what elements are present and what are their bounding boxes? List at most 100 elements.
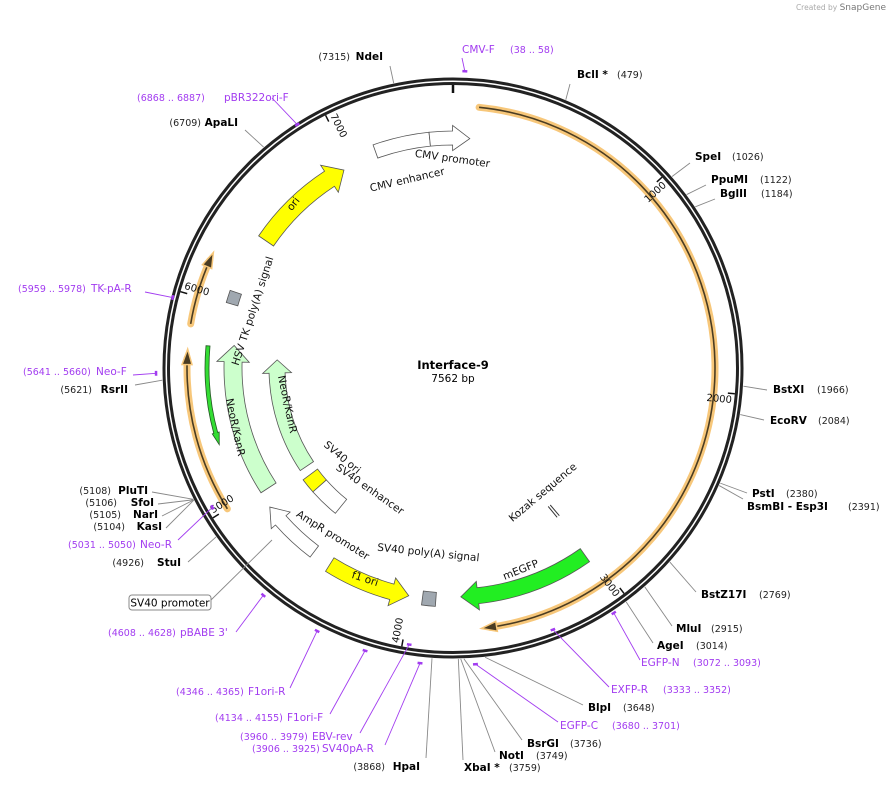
enzyme-site-position: (1966) xyxy=(817,385,849,396)
enzyme-site-name[interactable]: BlpI xyxy=(588,702,611,714)
primer-name[interactable]: EGFP-C xyxy=(560,720,598,732)
primer-name[interactable]: pBABE 3' xyxy=(180,627,228,639)
primer-range: (3680 .. 3701) xyxy=(612,721,680,732)
enzyme-site-name[interactable]: BclI * xyxy=(577,69,608,81)
feature-hsv-tk-poly-a-signal[interactable] xyxy=(225,289,242,307)
enzyme-site-name[interactable]: ApaLI xyxy=(205,117,238,129)
feature-neor-kanr[interactable] xyxy=(215,344,277,494)
primer-name[interactable]: pBR322ori-F xyxy=(224,92,289,104)
enzyme-site-position: (5104) xyxy=(93,522,125,533)
enzyme-site-position: (3736) xyxy=(570,739,602,750)
primer-binding-mark[interactable] xyxy=(406,642,412,647)
primer-name[interactable]: SV40pA-R xyxy=(322,743,374,755)
enzyme-site-name[interactable]: RsrII xyxy=(101,384,128,396)
enzyme-site-name[interactable]: AgeI xyxy=(657,640,684,652)
feature-kozak-sequence[interactable] xyxy=(547,504,560,518)
enzyme-site-position: (2769) xyxy=(759,590,791,601)
enzyme-site-name[interactable]: PluTI xyxy=(118,485,148,497)
primer-name[interactable]: CMV-F xyxy=(462,44,495,56)
enzyme-site-position: (7315) xyxy=(318,52,350,63)
enzyme-site-name[interactable]: MluI xyxy=(676,623,701,635)
plasmid-length: 7562 bp xyxy=(431,373,475,385)
enzyme-site-position: (3868) xyxy=(353,762,385,773)
primer-binding-mark[interactable] xyxy=(170,294,175,301)
enzyme-leader-line xyxy=(671,162,691,177)
enzyme-site-position: (3759) xyxy=(509,763,541,774)
enzyme-site-name[interactable]: KasI xyxy=(137,521,162,533)
enzyme-site-position: (5108) xyxy=(79,486,111,497)
feature-megfp[interactable] xyxy=(460,548,591,611)
feature-sv40-ori[interactable] xyxy=(302,468,327,493)
feature-f1-ori[interactable] xyxy=(324,557,410,607)
enzyme-leader-line xyxy=(161,499,194,517)
primer-name[interactable]: F1ori-F xyxy=(287,712,323,724)
primer-leader-line xyxy=(384,662,421,746)
enzyme-leader-line xyxy=(644,586,673,627)
tick-mark xyxy=(727,392,735,395)
enzyme-site-name[interactable]: NotI xyxy=(499,750,524,762)
tick-label: 4000 xyxy=(391,617,406,644)
enzyme-site-position: (2380) xyxy=(786,489,818,500)
feature-label: CMV enhancer xyxy=(369,165,447,194)
enzyme-leader-line xyxy=(740,414,765,421)
primer-range: (38 .. 58) xyxy=(510,45,554,56)
primer-binding-mark[interactable] xyxy=(550,627,556,632)
orange-feature-arrowhead xyxy=(180,346,194,366)
enzyme-leader-line xyxy=(463,658,523,741)
primer-range: (4346 .. 4365) xyxy=(176,687,244,698)
feature-ampr-promoter[interactable] xyxy=(269,506,320,558)
feature-ori[interactable] xyxy=(258,164,345,247)
primer-range: (5959 .. 5978) xyxy=(18,284,86,295)
enzyme-site-name[interactable]: BstZ17I xyxy=(701,589,746,601)
enzyme-leader-line xyxy=(157,499,194,505)
primer-leader-line xyxy=(144,291,173,298)
enzyme-site-name[interactable]: BstXI xyxy=(773,384,804,396)
snapgene-logo-text: SnapGene xyxy=(839,3,886,13)
enzyme-site-position: (5621) xyxy=(60,385,92,396)
feature-sv40-poly-a-signal[interactable] xyxy=(421,590,437,607)
primer-leader-line xyxy=(289,630,318,689)
features-layer xyxy=(180,103,719,633)
enzyme-site-name[interactable]: EcoRV xyxy=(770,415,808,427)
enzyme-site-name[interactable]: XbaI * xyxy=(464,762,500,774)
primer-name[interactable]: Neo-R xyxy=(140,539,172,551)
enzyme-site-position: (479) xyxy=(617,70,643,81)
primer-name[interactable]: EGFP-N xyxy=(641,657,680,669)
enzyme-site-name[interactable]: NdeI xyxy=(356,51,383,63)
primer-range: (4608 .. 4628) xyxy=(108,628,176,639)
enzyme-site-name[interactable]: PstI xyxy=(752,488,775,500)
primer-leader-line xyxy=(329,650,366,715)
enzyme-site-position: (5105) xyxy=(89,510,121,521)
enzyme-site-name[interactable]: StuI xyxy=(157,557,181,569)
enzyme-leader-line xyxy=(625,601,654,644)
primer-leader-line xyxy=(271,97,298,125)
enzyme-site-name[interactable]: BsmBI - Esp3I xyxy=(747,501,828,513)
primer-leader-line xyxy=(235,594,264,633)
tick-mark xyxy=(401,639,404,647)
enzyme-site-name[interactable]: BsrGI xyxy=(527,738,559,750)
primer-name[interactable]: EBV-rev xyxy=(312,731,353,743)
enzyme-site-name[interactable]: BglII xyxy=(720,188,747,200)
primer-leader-line xyxy=(461,57,466,72)
enzyme-site-name[interactable]: PpuMI xyxy=(711,174,748,186)
primer-range: (5641 .. 5660) xyxy=(23,367,91,378)
enzyme-site-name[interactable]: NarI xyxy=(133,509,158,521)
feature-label: SV40 enhancer xyxy=(334,462,407,518)
primer-leader-line xyxy=(132,372,157,376)
primer-name[interactable]: F1ori-R xyxy=(248,686,285,698)
enzyme-site-position: (2915) xyxy=(711,624,743,635)
enzyme-leader-line xyxy=(669,561,697,593)
enzyme-site-name[interactable]: SpeI xyxy=(695,151,721,163)
feature-sv40-enhancer[interactable] xyxy=(312,479,348,514)
enzyme-leader-line xyxy=(165,499,195,529)
primer-binding-mark[interactable] xyxy=(294,122,300,127)
enzyme-site-name[interactable]: SfoI xyxy=(131,497,154,509)
feature-cmv-promoter[interactable] xyxy=(428,124,471,152)
primer-binding-mark[interactable] xyxy=(611,610,617,616)
feature-neor-kanr[interactable] xyxy=(261,359,315,472)
primer-name[interactable]: EXFP-R xyxy=(611,684,648,696)
primer-name[interactable]: Neo-F xyxy=(96,366,127,378)
primer-name[interactable]: TK-pA-R xyxy=(90,283,132,295)
enzyme-site-name[interactable]: HpaI xyxy=(393,761,420,773)
